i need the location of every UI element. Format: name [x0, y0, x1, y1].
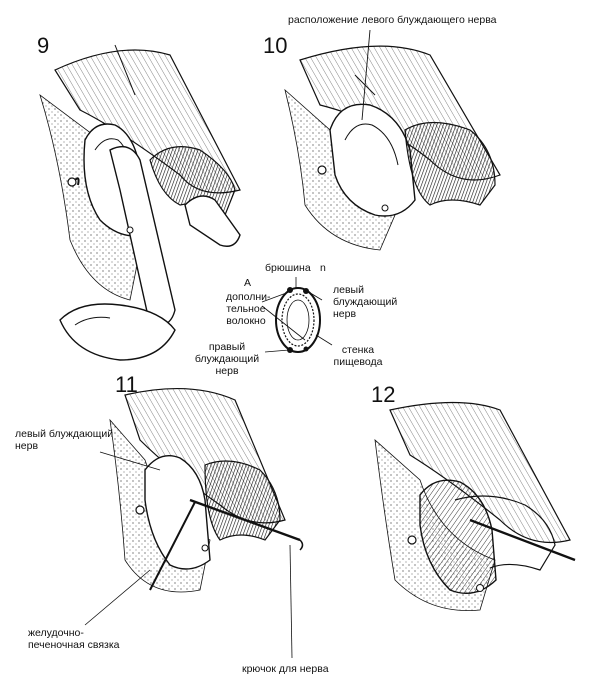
- label-left-vagus-p11: левый блуждающий нерв: [15, 428, 113, 452]
- label-gastrohepatic-ligament: желудочно- печеночная связка: [28, 627, 119, 651]
- panel-number-10: 10: [263, 33, 288, 58]
- label-right-vagus-line-3: нерв: [215, 365, 239, 378]
- label-accessory-fiber-line-1: дополни-: [226, 291, 271, 303]
- label-esophagus-wall-line-1: стенка: [341, 344, 375, 356]
- panel-number-11: 11: [115, 372, 138, 397]
- label-gastrohepatic-line-2: печеночная связка: [28, 639, 120, 652]
- panel-number-12: 12: [371, 382, 396, 407]
- inset-n-mark: n: [320, 262, 326, 274]
- label-accessory-fiber-line-3: волокно: [226, 315, 266, 328]
- inset-a-cross-section: [261, 277, 333, 353]
- label-esophagus-wall-line-2: пищевода: [333, 356, 383, 369]
- label-left-vagus-inset-line-3: нерв: [333, 308, 357, 321]
- label-peritoneum: брюшина: [265, 262, 311, 274]
- panel-12-drawing: [374, 401, 576, 611]
- label-right-vagus: правый блуждающий нерв: [194, 341, 260, 377]
- panel-9-drawing: [39, 44, 241, 361]
- label-left-vagus-location: расположение левого блуждающего нерва: [288, 14, 497, 26]
- panel-10-drawing: [284, 29, 501, 251]
- label-left-vagus-p11-line-1: левый блуждающий: [15, 428, 114, 440]
- label-accessory-fiber: дополни- тельное волокно: [226, 291, 271, 328]
- label-left-vagus-inset-line-2: блуждающий: [333, 296, 398, 309]
- label-accessory-fiber-line-2: тельное: [226, 303, 266, 316]
- label-gastrohepatic-line-1: желудочно-: [28, 627, 84, 639]
- inset-letter: А: [244, 277, 252, 289]
- label-left-vagus-p11-line-2: нерв: [15, 440, 39, 453]
- label-left-vagus-inset-line-1: левый: [333, 284, 364, 296]
- label-nerve-hook: крючок для нерва: [242, 663, 329, 675]
- label-left-vagus-inset: левый блуждающий нерв: [333, 284, 397, 320]
- label-right-vagus-line-1: правый: [208, 341, 246, 353]
- label-right-vagus-line-2: блуждающий: [194, 353, 260, 366]
- panel-number-9: 9: [37, 33, 50, 58]
- panel-11-drawing: [84, 387, 304, 659]
- label-esophagus-wall: стенка пищевода: [330, 344, 386, 368]
